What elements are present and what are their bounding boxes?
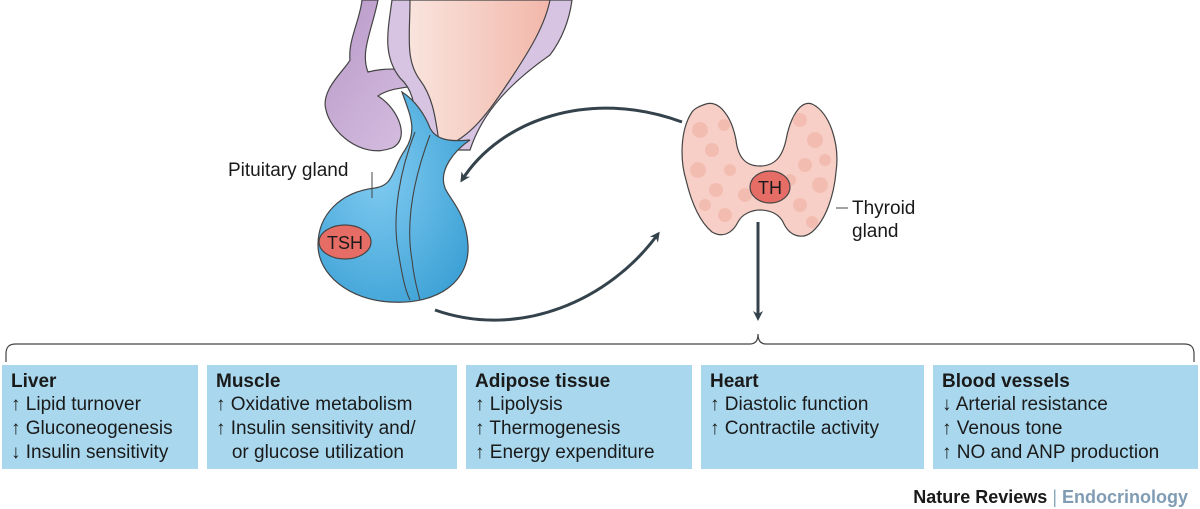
pituitary-label: Pituitary gland <box>228 160 349 181</box>
target-brace <box>5 333 1195 362</box>
journal-credit: Nature Reviews|Endocrinology <box>913 486 1188 508</box>
box-title-heart: Heart <box>710 371 759 392</box>
box-title-liver: Liver <box>11 371 57 392</box>
box-title-adipose: Adipose tissue <box>475 371 611 392</box>
thyroid-label-line1: Thyroid <box>852 198 916 219</box>
box-blood-vessels: Blood vessels ↓ Arterial resistance ↑ Ve… <box>933 365 1198 469</box>
thyroid-follicles <box>690 113 831 228</box>
box-line: ↑ Diastolic function <box>710 394 869 415</box>
th-ellipse <box>749 170 791 204</box>
box-title-blood-vessels: Blood vessels <box>942 371 1070 392</box>
box-heart: Heart ↑ Diastolic function ↑ Contractile… <box>701 365 924 469</box>
tsh-label: TSH <box>327 233 363 253</box>
box-line: ↑ Insulin sensitivity and/ <box>216 418 416 439</box>
box-line: ↑ Lipolysis <box>475 394 563 415</box>
journal-name: Endocrinology <box>1062 487 1188 507</box>
tsh-ellipse <box>318 224 372 260</box>
hypothalamus-shape <box>324 0 442 152</box>
box-line: ↑ Gluconeogenesis <box>11 418 173 439</box>
box-line: ↑ Thermogenesis <box>475 418 621 439</box>
box-line: ↑ Lipid turnover <box>11 394 141 415</box>
box-line: ↑ NO and ANP production <box>942 442 1160 463</box>
box-muscle: Muscle ↑ Oxidative metabolism ↑ Insulin … <box>207 365 457 469</box>
box-adipose: Adipose tissue ↑ Lipolysis ↑ Thermogenes… <box>466 365 692 469</box>
box-liver: Liver ↑ Lipid turnover ↑ Gluconeogenesis… <box>2 365 198 469</box>
th-label: TH <box>758 178 782 198</box>
box-line: or glucose utilization <box>216 442 404 463</box>
stimulation-arrow <box>434 231 660 322</box>
brand-name: Nature Reviews <box>913 487 1048 507</box>
feedback-arrow <box>460 106 683 183</box>
box-line: ↑ Oxidative metabolism <box>216 394 413 415</box>
box-line: ↑ Venous tone <box>942 418 1063 439</box>
box-title-muscle: Muscle <box>216 371 281 392</box>
box-line: ↓ Insulin sensitivity <box>11 442 169 463</box>
box-line: ↑ Energy expenditure <box>475 442 655 463</box>
box-line: ↓ Arterial resistance <box>942 394 1108 415</box>
credit-separator: | <box>1052 487 1057 507</box>
box-line: ↑ Contractile activity <box>710 418 879 439</box>
thyroid-label-line2: gland <box>852 221 899 242</box>
